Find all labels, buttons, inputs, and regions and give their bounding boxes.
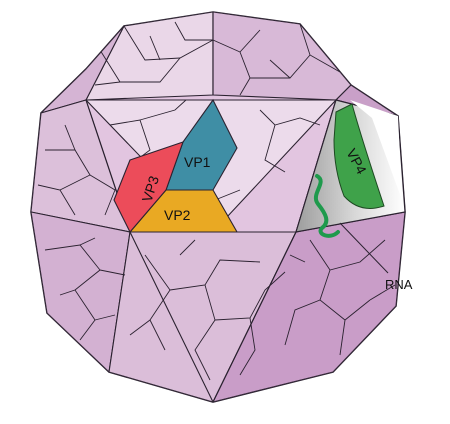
rna-strand (314, 174, 340, 238)
vp4-region (333, 103, 385, 209)
capsid-facets (31, 12, 405, 402)
rna-leader-line (339, 222, 389, 274)
vp1-label: VP1 (184, 154, 211, 170)
vp3-region (113, 141, 184, 233)
cutaway-window (295, 99, 406, 274)
protomer (113, 98, 238, 233)
capsid-subunits (37, 21, 401, 381)
vp2-label: VP2 (164, 207, 191, 223)
facet-top-right (212, 12, 352, 101)
rna-label: RNA (385, 277, 413, 292)
cutaway-white-wedge (350, 100, 402, 200)
vp3-label: VP3 (139, 174, 162, 204)
